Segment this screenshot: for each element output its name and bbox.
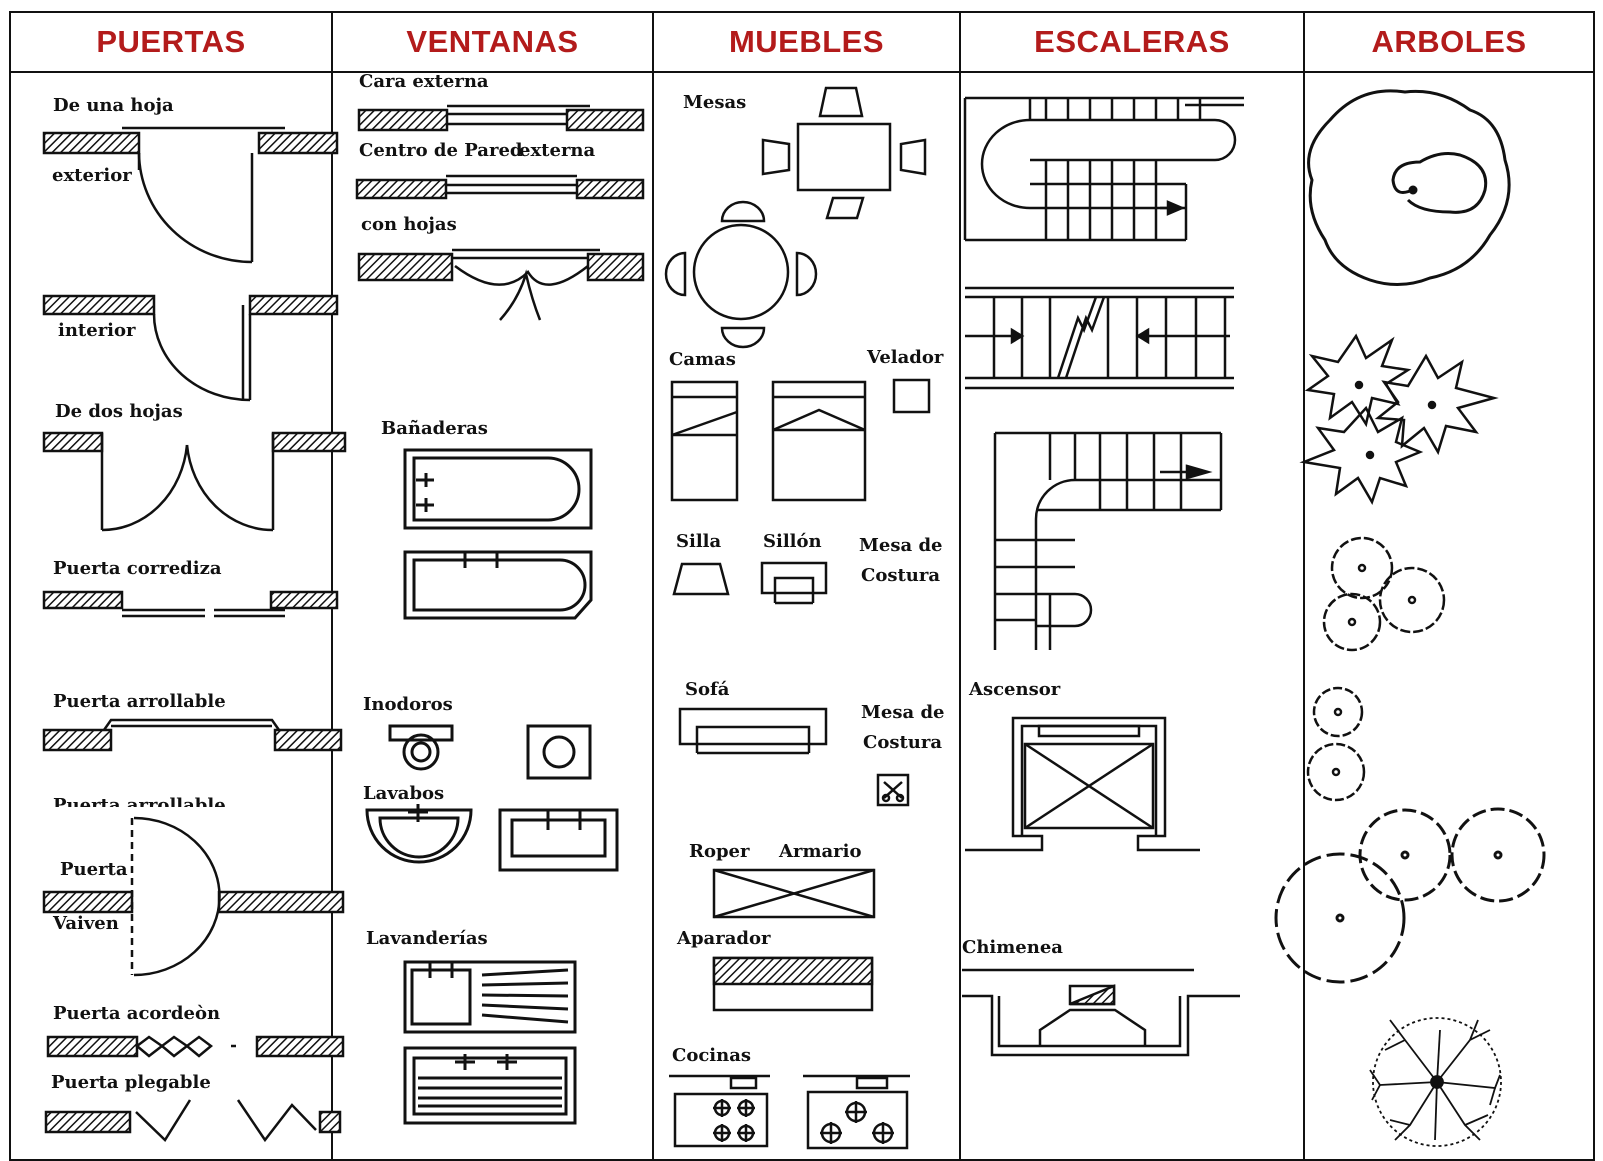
label-door-swing-2: Vaiven <box>53 913 119 934</box>
armchair <box>760 561 828 605</box>
column-header-ventanas: VENTANAS <box>406 24 579 59</box>
label-window-external: externa <box>519 140 596 161</box>
label-window-wall-center: Centro de Pared <box>359 140 523 161</box>
stair-l-shaped <box>993 431 1223 650</box>
tree-branching <box>1369 1017 1502 1147</box>
window-external-face <box>357 104 645 132</box>
table-grid <box>9 11 1595 1161</box>
label-door-swing-1: Puerta <box>60 859 128 880</box>
label-roper: Roper <box>689 841 750 862</box>
label-beds: Camas <box>669 349 736 370</box>
table-round <box>664 200 818 349</box>
tree-spiky-cluster <box>1299 333 1499 506</box>
label-laundry: Lavanderías <box>366 928 488 949</box>
label-door-single: De una hoja <box>53 95 174 116</box>
fireplace <box>962 968 1240 1057</box>
label-door-rolling-cut: Puerta arrollable <box>53 795 226 807</box>
stair-u-shaped <box>963 96 1244 242</box>
nightstand <box>892 378 931 414</box>
chair <box>672 562 730 596</box>
kitchen-stove-a <box>669 1074 770 1148</box>
label-exterior: exterior <box>52 165 132 186</box>
label-sewing-table-2: Costura <box>861 565 941 586</box>
washbasin-rect <box>498 808 619 872</box>
door-sliding <box>42 590 339 618</box>
stair-straight <box>965 286 1234 390</box>
label-tables: Mesas <box>683 92 747 113</box>
label-sewing-table-b1: Mesa de <box>861 702 945 723</box>
tree-cog-group <box>1274 807 1546 984</box>
sideboard <box>712 956 874 1012</box>
label-nightstand: Velador <box>867 347 944 368</box>
laundry-sink-b <box>403 1046 577 1125</box>
column-header-puertas: PUERTAS <box>96 24 246 59</box>
label-sofa: Sofá <box>685 679 730 700</box>
tree-scalloped-group <box>1306 536 1446 802</box>
toilet-round <box>388 724 454 771</box>
label-chair: Silla <box>676 531 722 552</box>
label-door-accordion: Puerta acordeòn <box>53 1003 221 1024</box>
door-rolling <box>42 718 343 752</box>
door-double <box>42 431 347 532</box>
label-sewing-table-b2: Costura <box>863 732 943 753</box>
label-wardrobe: Armario <box>779 841 862 862</box>
label-armchair: Sillón <box>763 531 822 552</box>
label-door-folding: Puerta plegable <box>51 1072 211 1093</box>
table-rectangular <box>761 86 927 220</box>
label-sideboard: Aparador <box>677 928 771 949</box>
label-door-double: De dos hojas <box>55 401 183 422</box>
label-sewing-table-1: Mesa de <box>859 535 943 556</box>
bathtub-rounded <box>403 448 593 530</box>
laundry-sink-a <box>403 960 577 1034</box>
label-bathtubs: Bañaderas <box>381 418 488 439</box>
washbasin-semicircle <box>365 804 473 864</box>
window-wall-center <box>355 174 645 200</box>
door-swing <box>42 816 345 977</box>
label-fireplace: Chimenea <box>962 937 1063 958</box>
label-elevator: Ascensor <box>969 679 1061 700</box>
label-interior: interior <box>58 320 136 341</box>
label-window-external-face: Cara externa <box>359 71 489 92</box>
door-single-exterior <box>42 126 339 264</box>
bed-double <box>771 380 867 502</box>
sewing-table <box>876 773 910 807</box>
tree-spiral <box>1307 89 1511 286</box>
label-window-casement: con hojas <box>361 214 457 235</box>
toilet-square <box>526 724 592 780</box>
sofa <box>678 707 828 755</box>
door-single-interior <box>42 294 339 402</box>
wardrobe <box>712 868 876 919</box>
column-header-muebles: MUEBLES <box>728 24 885 59</box>
bathtub-angled <box>403 550 593 620</box>
column-header-arboles: ARBOLES <box>1371 24 1527 59</box>
door-accordion <box>46 1035 345 1058</box>
door-folding <box>44 1099 342 1143</box>
column-header-escaleras: ESCALERAS <box>1034 24 1230 59</box>
window-casement <box>357 248 645 321</box>
bed-single <box>670 380 739 502</box>
kitchen-stove-b <box>803 1074 910 1150</box>
label-toilets: Inodoros <box>363 694 453 715</box>
elevator <box>965 716 1200 852</box>
label-door-sliding: Puerta corrediza <box>53 558 222 579</box>
label-kitchens: Cocinas <box>672 1045 752 1066</box>
label-door-rolling: Puerta arrollable <box>53 691 226 712</box>
label-washbasins: Lavabos <box>363 783 445 804</box>
